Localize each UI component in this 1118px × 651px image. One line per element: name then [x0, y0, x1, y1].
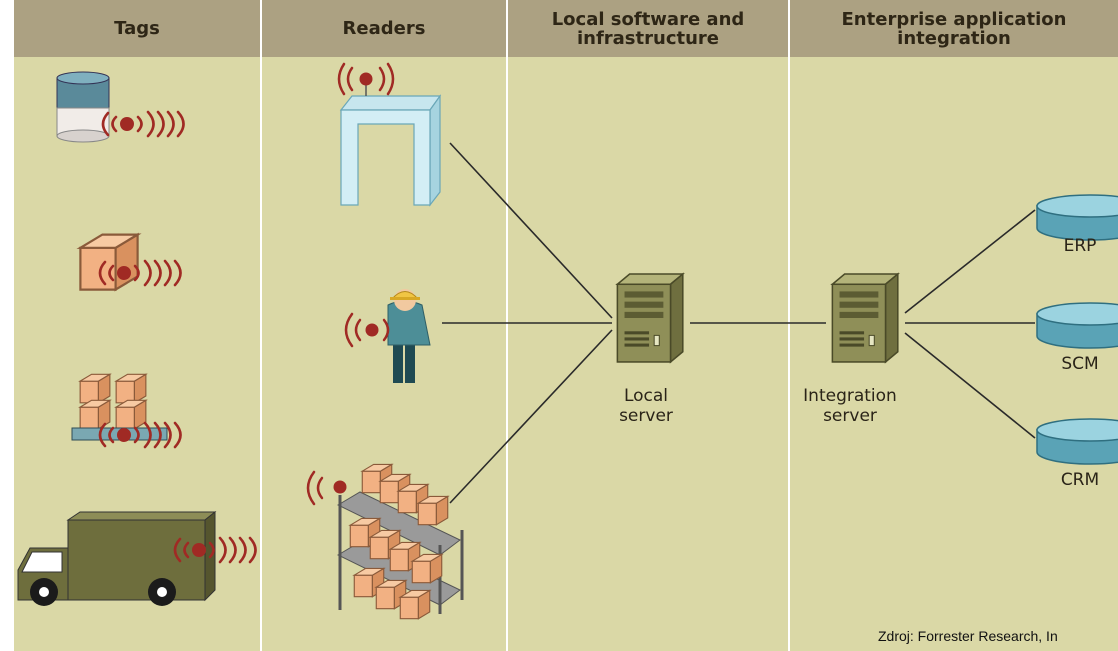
- tag-can-icon: [56, 71, 184, 143]
- crm-label: CRM: [1060, 470, 1100, 490]
- header-cell-readers: [262, 0, 506, 57]
- column-header-local-software: Local software and infrastructure: [551, 8, 745, 49]
- reader-handheld-worker-icon: [344, 289, 431, 383]
- line-portal-to-local-server: [449, 142, 613, 319]
- column-header-enterprise-integration: Enterprise application integration: [841, 8, 1067, 49]
- erp-database-icon: [1036, 194, 1118, 241]
- source-credit: Zdroj: Forrester Research, In: [878, 628, 1058, 644]
- line-integration-to-crm: [904, 332, 1036, 439]
- line-integration-to-erp: [904, 209, 1036, 314]
- tag-pallet-icon: [71, 373, 181, 447]
- integration-server-label: Integration server: [803, 386, 897, 426]
- line-shelf-to-local-server: [449, 329, 613, 504]
- connector-lines: [442, 142, 1036, 504]
- header-cell-local: [508, 0, 788, 57]
- header-cell-enterprise: [790, 0, 1118, 57]
- local-server-icon: [616, 273, 684, 363]
- reader-shelf-icon: [306, 463, 464, 620]
- column-header-tags: Tags: [114, 18, 160, 39]
- header-cell-tags: [14, 0, 260, 57]
- header-bar: [14, 0, 1118, 57]
- local-server-label: Local server: [619, 386, 673, 426]
- scm-database-icon: [1036, 302, 1118, 349]
- reader-portal-icon: [337, 62, 442, 207]
- column-header-readers: Readers: [342, 18, 426, 39]
- tag-truck-icon: [17, 510, 257, 606]
- crm-database-icon: [1036, 418, 1118, 465]
- erp-label: ERP: [1063, 236, 1097, 256]
- scm-label: SCM: [1061, 354, 1099, 374]
- integration-server-icon: [831, 273, 899, 363]
